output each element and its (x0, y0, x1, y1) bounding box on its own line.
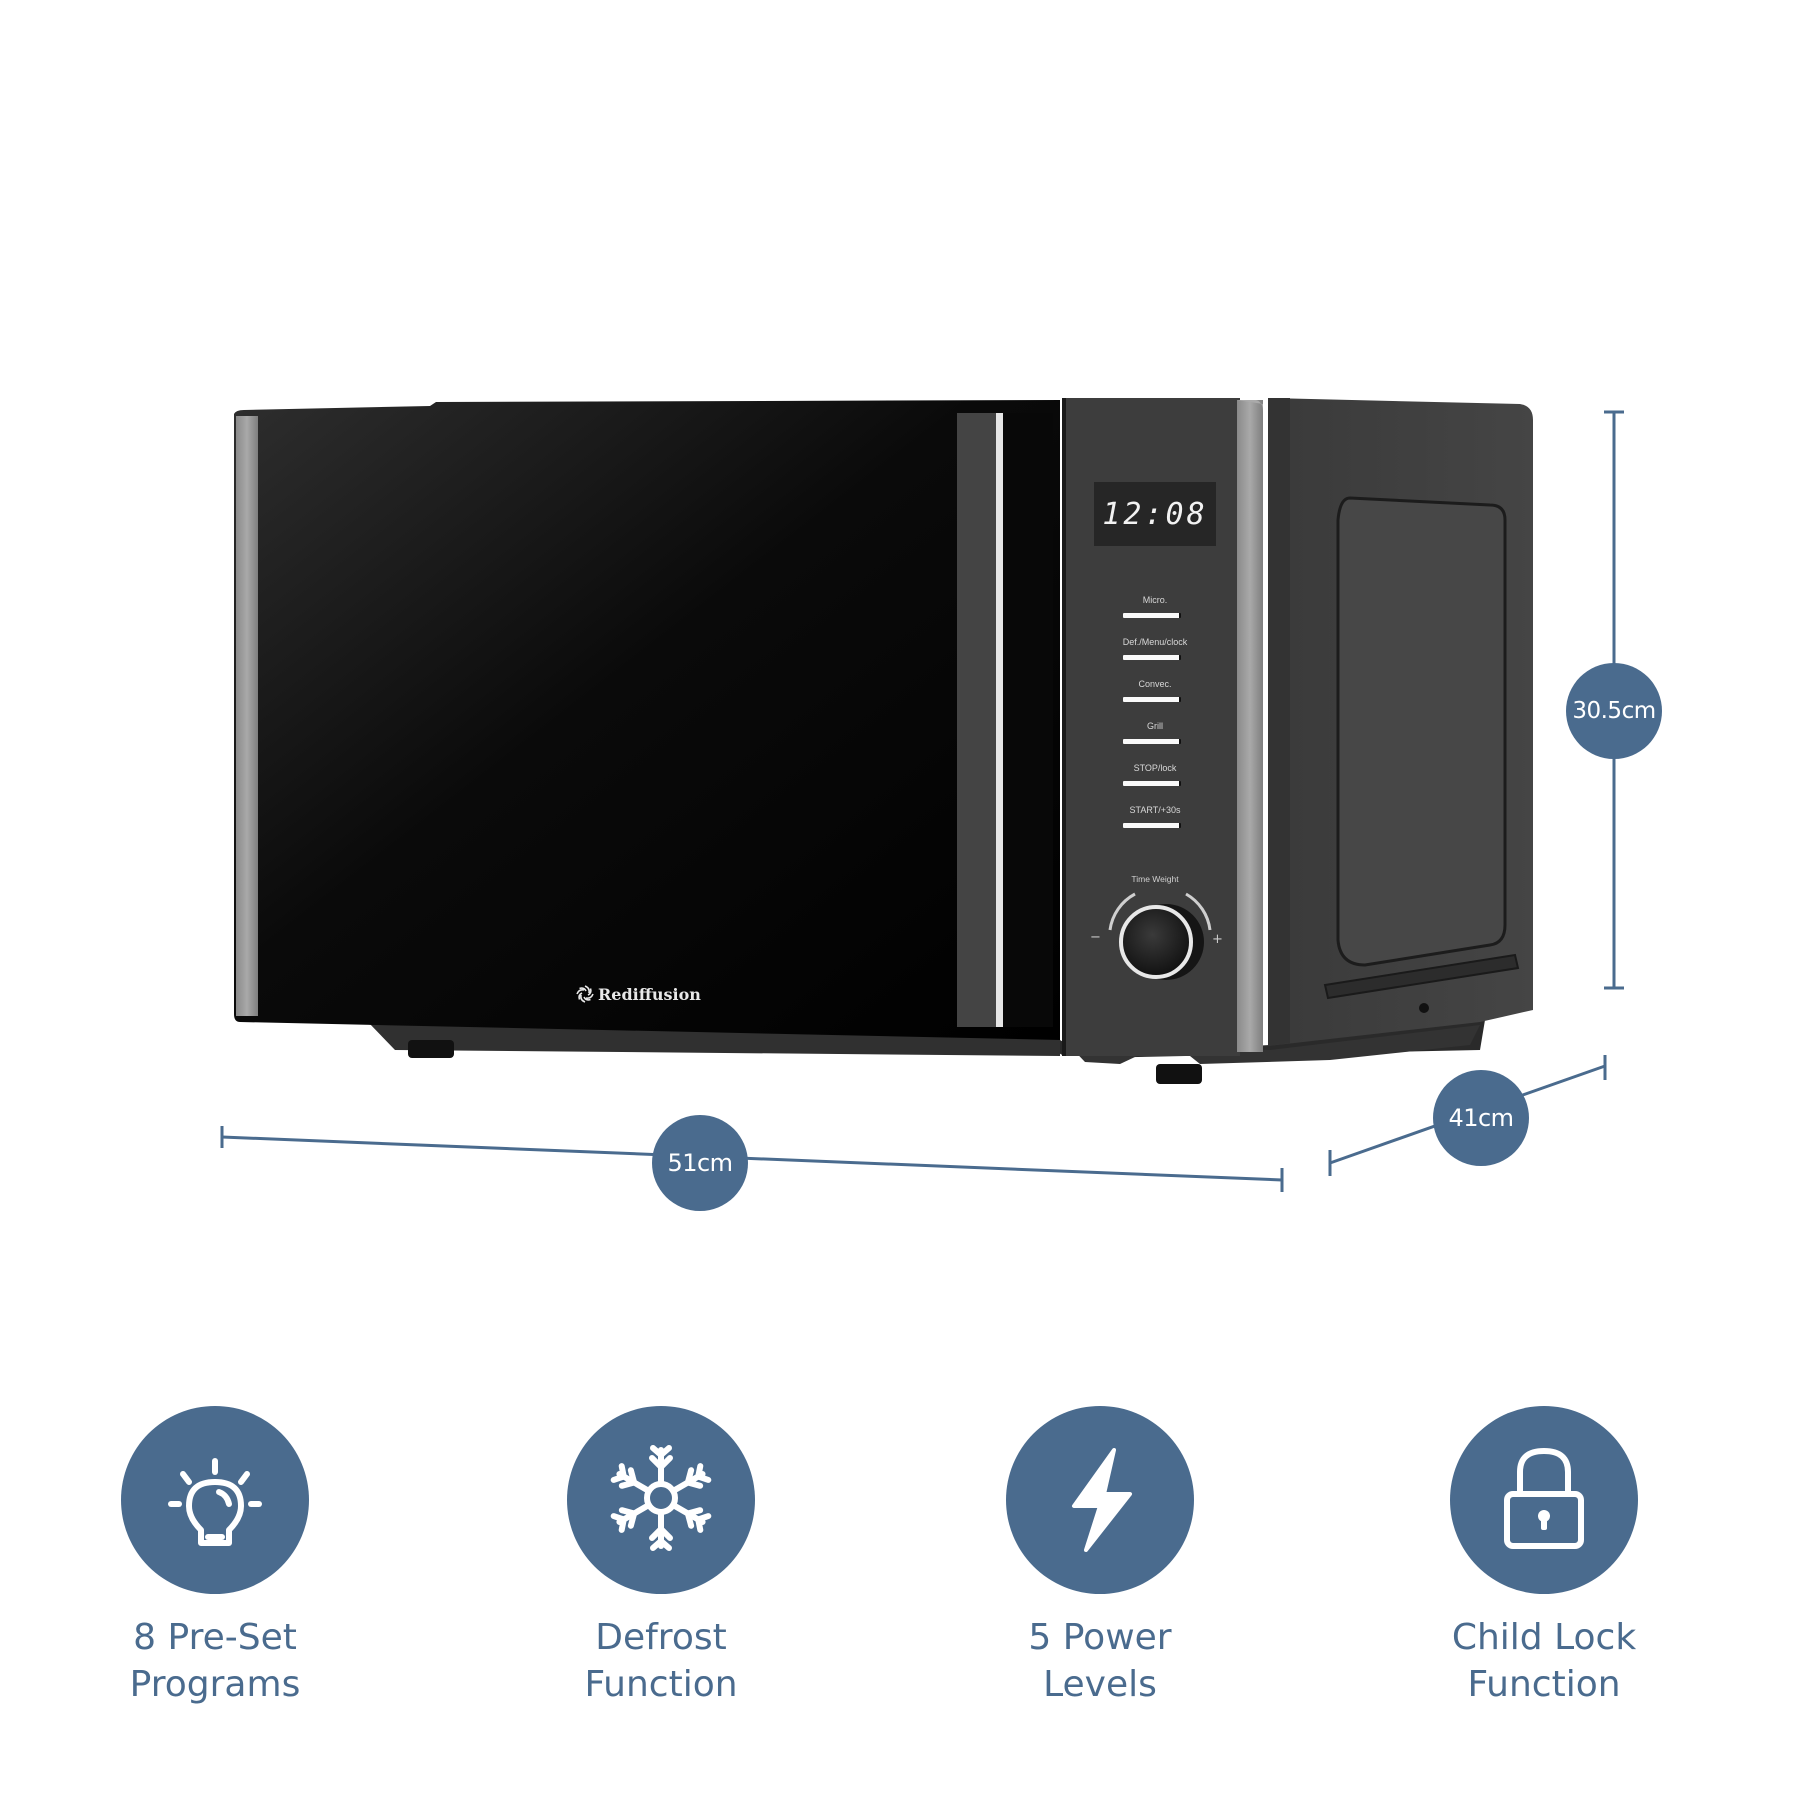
stop-lock-button[interactable] (1123, 781, 1181, 786)
door-handle[interactable] (957, 413, 1053, 1027)
padlock-icon (1504, 1448, 1584, 1549)
front-left-foot (408, 1040, 454, 1058)
feature-icon-disc (1450, 1406, 1638, 1594)
feature-icon-disc (121, 1406, 309, 1594)
width-dimension-line (221, 1135, 1283, 1182)
feature-label: 5 Power Levels (1028, 1617, 1172, 1705)
height-badge: 30.5cm (1566, 663, 1662, 759)
clock-display: 12:08 (1094, 482, 1216, 546)
button-label-start: START/+30s (1129, 805, 1181, 815)
grill-button[interactable] (1123, 739, 1181, 744)
start-button[interactable] (1123, 823, 1181, 828)
feature-label: Child Lock Function (1451, 1617, 1637, 1705)
knob-plus-sign: + (1212, 932, 1223, 947)
feature-defrost: Defrost Function (511, 1406, 811, 1708)
microwave-door[interactable] (234, 400, 1060, 1040)
defrost-menu-clock-button[interactable] (1123, 655, 1181, 660)
feature-power-levels: 5 Power Levels (950, 1406, 1250, 1708)
door-left-trim (236, 416, 258, 1016)
depth-badge: 41cm (1433, 1070, 1529, 1166)
button-label-convec: Convec. (1138, 679, 1172, 689)
width-badge: 51cm (652, 1115, 748, 1211)
lightbulb-icon (168, 1458, 262, 1546)
microwave-side (1268, 398, 1533, 1046)
feature-icon-disc (567, 1406, 755, 1594)
swirl-logo-icon (576, 985, 594, 1003)
front-right-foot (1156, 1064, 1202, 1084)
brand-name: Rediffusion (598, 984, 701, 1004)
micro-button[interactable] (1123, 613, 1181, 618)
snowflake-icon (567, 1445, 755, 1594)
feature-icon-disc (1006, 1406, 1194, 1594)
time-weight-knob[interactable] (1108, 892, 1212, 980)
lightning-bolt-icon (1072, 1448, 1132, 1552)
feature-preset-programs: 8 Pre-Set Programs (65, 1406, 365, 1708)
button-label-micro: Micro. (1142, 595, 1168, 605)
knob-label: Time Weight (1131, 874, 1179, 884)
button-label-defrost-menu-clock: Def./Menu/clock (1122, 637, 1188, 647)
button-label-stop-lock: STOP/lock (1133, 763, 1177, 773)
convection-button[interactable] (1123, 697, 1181, 702)
feature-label: Defrost Function (584, 1617, 738, 1705)
feature-child-lock: Child Lock Function (1394, 1406, 1694, 1708)
brand-logo: Rediffusion (575, 984, 701, 1004)
feature-label: 8 Pre-Set Programs (129, 1617, 301, 1705)
knob-minus-sign: − (1090, 930, 1101, 945)
button-label-grill: Grill (1147, 721, 1163, 731)
